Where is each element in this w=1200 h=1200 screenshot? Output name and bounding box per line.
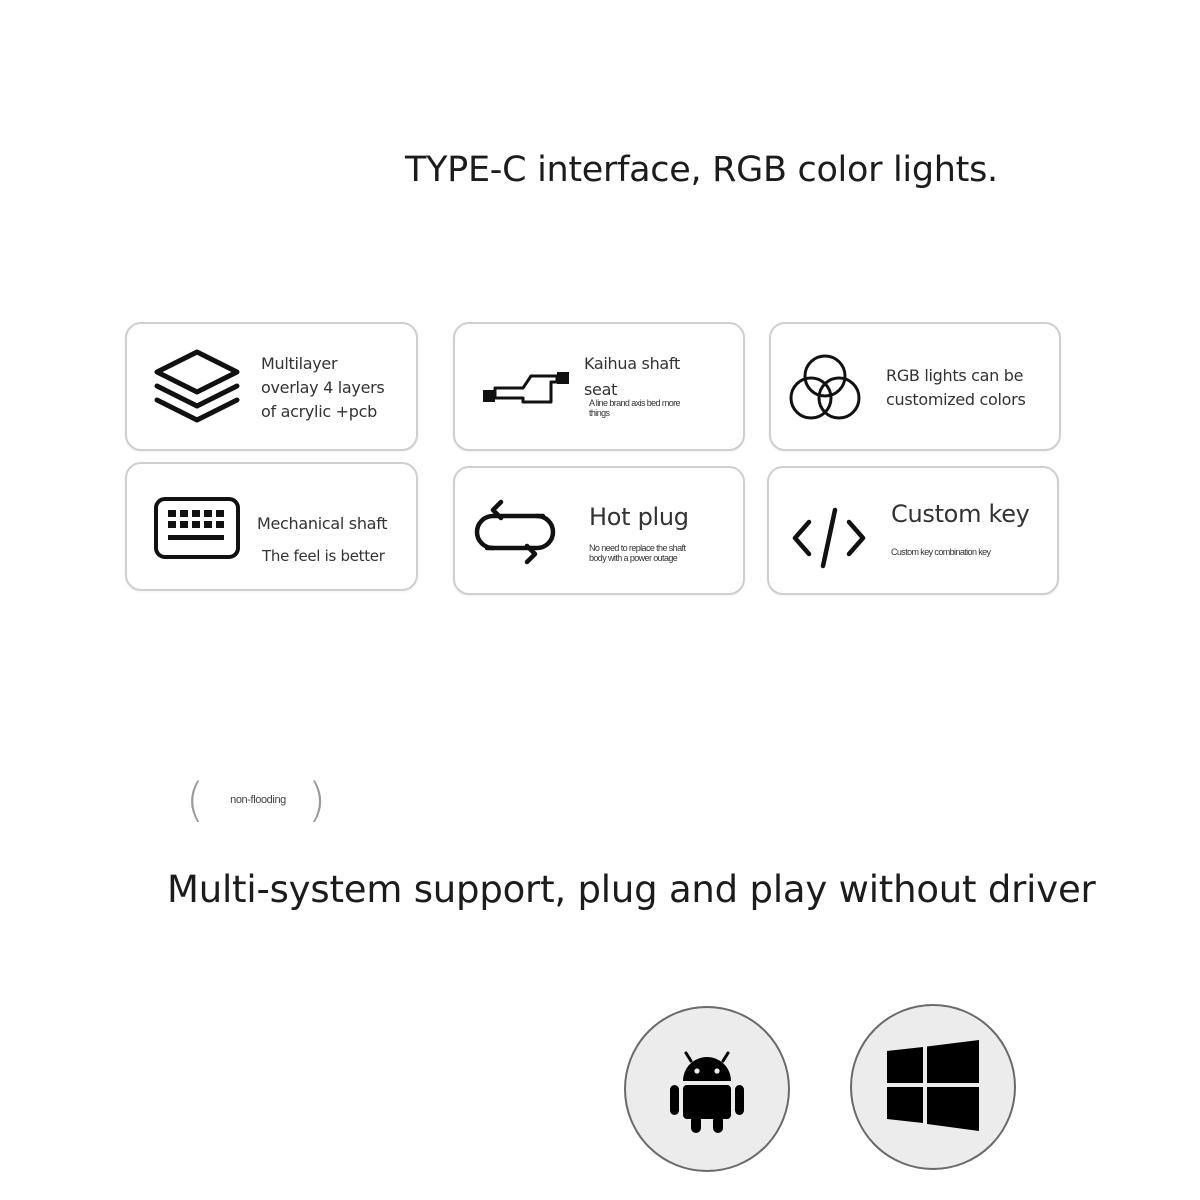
switch-shaft-icon	[483, 372, 569, 404]
feature-line: seat	[584, 380, 618, 399]
feature-card-layers: Multilayer overlay 4 layers of acrylic +…	[125, 322, 418, 451]
android-icon	[670, 1051, 744, 1133]
headline-top: TYPE-C interface, RGB color lights.	[405, 150, 998, 190]
feature-card-keyboard: Mechanical shaft The feel is better	[125, 462, 418, 591]
feature-card-rgb: RGB lights can be customized colors	[769, 322, 1061, 451]
android-badge	[624, 1006, 790, 1172]
feature-line: Multilayer	[261, 354, 338, 373]
feature-subtext: things	[589, 408, 610, 418]
layers-icon	[154, 349, 240, 423]
feature-card-hot-plug: Hot plug No need to replace the shaft bo…	[453, 466, 745, 595]
feature-line: overlay 4 layers	[261, 378, 385, 397]
hot-plug-arrows-icon	[474, 499, 556, 565]
feature-line: of acrylic +pcb	[261, 402, 377, 421]
feature-subtext: Custom key combination key	[891, 547, 991, 557]
feature-line: Mechanical shaft	[257, 514, 388, 533]
windows-icon	[887, 1040, 979, 1131]
feature-title: Hot plug	[589, 503, 689, 531]
feature-line: Kaihua shaft	[584, 354, 680, 373]
feature-subtext: No need to replace the shaft	[589, 543, 686, 553]
rgb-circles-icon	[789, 354, 861, 420]
keyboard-icon	[154, 497, 240, 559]
feature-line: customized colors	[886, 390, 1026, 409]
badge-label: non-flooding	[230, 794, 286, 806]
feature-subtext: body with a power outage	[589, 553, 678, 563]
feature-card-custom-key: Custom key Custom key combination key	[767, 466, 1059, 595]
feature-line: RGB lights can be	[886, 366, 1024, 385]
non-flooding-badge: ( non-flooding )	[186, 773, 326, 827]
feature-title: Custom key	[891, 500, 1030, 528]
feature-card-shaft: Kaihua shaft seat A line brand axis bed …	[453, 322, 745, 451]
feature-subtext: A line brand axis bed more	[589, 398, 681, 408]
code-brackets-icon	[792, 507, 866, 569]
headline-bottom: Multi-system support, plug and play with…	[167, 868, 1096, 911]
windows-badge	[850, 1004, 1016, 1170]
feature-line: The feel is better	[262, 547, 385, 565]
